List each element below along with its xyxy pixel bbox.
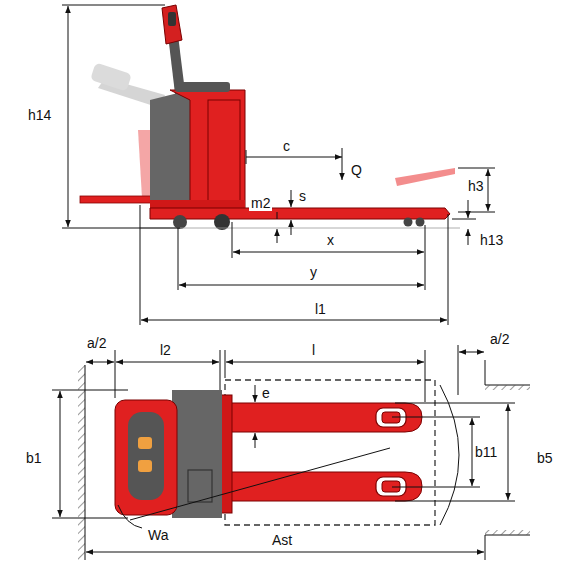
dimension-label: l1 [313, 301, 328, 317]
dimension-label: Ast [270, 532, 294, 548]
backrest [138, 130, 150, 198]
truck-body [115, 400, 177, 515]
body-cover [150, 90, 190, 212]
truck-body [170, 90, 245, 215]
dimension-label: x [325, 232, 336, 248]
dimension-label: m2 [249, 195, 272, 211]
dimension-label: h3 [466, 178, 486, 194]
body-cover [172, 390, 222, 518]
load-wheel [416, 218, 425, 227]
dimension-label: a/2 [85, 335, 108, 351]
dimension-label: Wa [146, 527, 170, 543]
wall [78, 365, 85, 560]
dimension-label: Q [349, 162, 364, 178]
wall [485, 535, 530, 560]
tiller-head [128, 412, 164, 500]
dimension-label: b5 [535, 450, 555, 466]
pallet [225, 380, 435, 525]
dimension-label: b1 [24, 450, 44, 466]
load-wheel [404, 218, 413, 227]
dimension-lines [62, 5, 495, 325]
dimension-label: a/2 [488, 331, 511, 347]
fork [150, 208, 450, 219]
dimension-label: b11 [473, 444, 499, 460]
dimension-label: y [308, 264, 319, 280]
platform [80, 196, 152, 203]
dimension-label: l2 [158, 342, 173, 358]
dimension-label: e [260, 385, 272, 401]
dimension-label: h13 [478, 232, 505, 248]
dimension-label: s [297, 188, 308, 204]
body-top [175, 82, 230, 92]
dimension-label: l [310, 342, 317, 358]
raised-fork [395, 168, 455, 186]
dimension-lines [52, 345, 515, 552]
caster-wheel [173, 215, 187, 229]
wall [485, 360, 530, 385]
dimension-label: h14 [26, 107, 53, 123]
dimension-label: c [281, 138, 292, 154]
